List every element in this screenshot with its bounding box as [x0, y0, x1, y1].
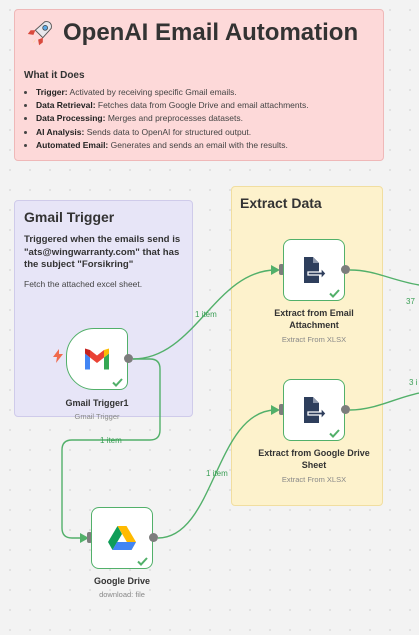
google-drive-logo-icon	[108, 526, 136, 550]
bullet-ai-analysis: AI Analysis: Sends data to OpenAI for st…	[36, 126, 391, 139]
edge-gmail-to-google-drive	[61, 358, 161, 539]
bullet-data-processing: Data Processing: Merges and preprocesses…	[36, 112, 391, 125]
checkmark-icon	[137, 557, 148, 566]
extract-email-input-port[interactable]	[279, 264, 284, 275]
extract-email-node-subtitle: Extract From XLSX	[281, 335, 347, 344]
arrow-extract-email-input	[271, 265, 280, 275]
arrow-google-drive-input	[80, 533, 89, 543]
overview-section-heading: What it Does	[24, 70, 85, 81]
edge-label-email-out: 37	[406, 297, 415, 306]
extract-drive-input-port[interactable]	[279, 404, 284, 415]
google-drive-input-port[interactable]	[87, 532, 92, 543]
extract-email-node-name: Extract from Email Attachment	[274, 308, 354, 330]
rocket-icon	[27, 21, 52, 46]
edge-label-gmail-to-extract: 1 item	[195, 310, 217, 319]
gmail-trigger-node-subtitle: Gmail Trigger	[74, 412, 120, 421]
edge-label-drive-to-extract: 1 item	[206, 469, 228, 478]
gmail-trigger-node-name: Gmail Trigger1	[65, 398, 129, 408]
trigger-note-title: Gmail Trigger	[24, 209, 115, 225]
bullet-trigger: Trigger: Activated by receiving specific…	[36, 86, 391, 99]
file-export-icon	[304, 397, 326, 423]
bullet-automated-email: Automated Email: Generates and sends an …	[36, 139, 391, 152]
checkmark-icon	[112, 378, 123, 387]
extract-email-attachment-node[interactable]	[283, 239, 345, 301]
edge-extract-email-out	[349, 269, 419, 286]
extract-google-drive-sheet-node[interactable]	[283, 379, 345, 441]
checkmark-icon	[329, 289, 340, 298]
extract-email-output-port[interactable]	[341, 265, 350, 274]
checkmark-icon	[329, 429, 340, 438]
file-export-icon	[304, 257, 326, 283]
gmail-logo-icon	[85, 348, 109, 370]
bullet-data-retrieval: Data Retrieval: Fetches data from Google…	[36, 99, 391, 112]
edge-drive-to-extract-drive	[157, 409, 277, 539]
arrow-extract-drive-input	[271, 405, 280, 415]
overview-title-row: OpenAI Email Automation	[25, 18, 358, 48]
edge-gmail-to-extract-email	[132, 269, 277, 360]
google-drive-node-name: Google Drive	[93, 576, 150, 586]
lightning-icon	[53, 349, 63, 363]
edge-label-drive-out: 3 i	[409, 378, 418, 387]
google-drive-node[interactable]	[91, 507, 153, 569]
edge-label-gmail-to-drive: 1 item	[100, 436, 122, 445]
overview-bullet-list: Trigger: Activated by receiving specific…	[24, 86, 391, 152]
trigger-note-subtext: Fetch the attached excel sheet.	[24, 279, 143, 289]
trigger-note-description: Triggered when the emails send is "ats@w…	[24, 234, 181, 271]
google-drive-output-port[interactable]	[149, 533, 158, 542]
gmail-trigger-output-port[interactable]	[124, 354, 133, 363]
google-drive-node-subtitle: download: file	[99, 590, 145, 599]
extract-drive-node-name: Extract from Google Drive Sheet	[258, 448, 370, 470]
edge-extract-drive-out	[349, 392, 419, 411]
overview-sticky-note[interactable]: OpenAI Email Automation What it Does Tri…	[14, 9, 384, 161]
gmail-trigger-node[interactable]	[66, 328, 128, 390]
extract-note-title: Extract Data	[240, 195, 322, 211]
overview-title: OpenAI Email Automation	[63, 19, 359, 46]
extract-drive-node-subtitle: Extract From XLSX	[281, 475, 347, 484]
extract-drive-output-port[interactable]	[341, 405, 350, 414]
